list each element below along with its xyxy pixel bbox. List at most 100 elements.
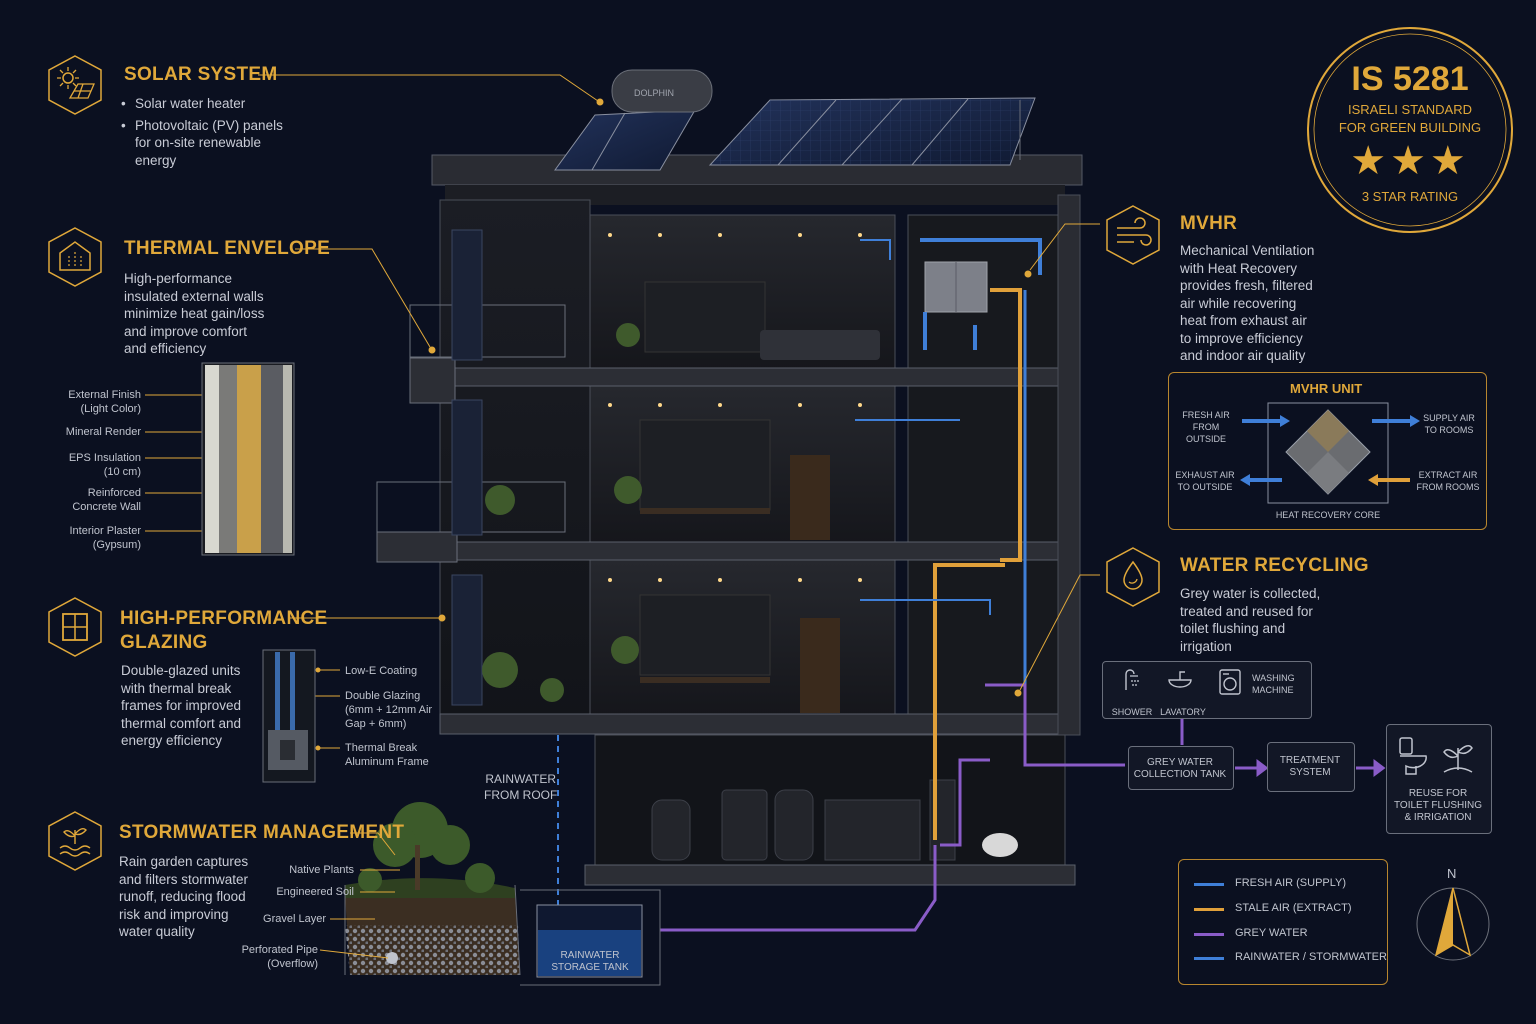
rain-garden-label-perforated-pipe: Perforated Pipe(Overflow) [241, 944, 318, 970]
desc-line: Mechanical Ventilation [1180, 243, 1315, 258]
badge-line2: FOR GREEN BUILDING [1338, 120, 1482, 135]
irrigation-plant-icon [1443, 745, 1473, 773]
desc-line: provides fresh, filtered [1180, 278, 1313, 293]
rain-garden-label-gravel: Gravel Layer [263, 913, 326, 925]
desc-line: and improve comfort [124, 323, 248, 339]
desc-line: risk and improving [119, 906, 229, 922]
grey-water-tank-box [1128, 746, 1234, 790]
desc-line: Grey water is collected, [1180, 586, 1321, 601]
desc-line: water quality [119, 924, 195, 939]
desc-line: thermal comfort and [121, 715, 242, 731]
list-item: Solar water heater [121, 95, 283, 113]
water-recycling-description: Grey water is collected, treated and reu… [1180, 585, 1320, 655]
list-item-continued: for on-site renewable [135, 135, 262, 150]
mvhr-unit-diagram [1240, 402, 1420, 504]
shower-icon [1125, 669, 1139, 690]
desc-line: insulated external walls [124, 288, 264, 304]
washing-machine-icon [1219, 669, 1241, 695]
desc-line: High-performance [124, 271, 233, 286]
desc-line: Rain garden captures [119, 854, 249, 869]
desc-line: frames for improved [121, 698, 242, 713]
desc-line: with thermal break [121, 680, 232, 696]
glazing-description: Double-glazed units with thermal break f… [121, 662, 241, 750]
toilet-icon [1399, 737, 1427, 775]
solar-sun-icon [48, 55, 102, 115]
thermal-envelope-description: High-performance insulated external wall… [124, 270, 264, 358]
mvhr-description: Mechanical Ventilation with Heat Recover… [1180, 242, 1314, 365]
desc-line: Double-glazed units [121, 663, 241, 678]
grey-water-flow-arrows [1180, 718, 1386, 777]
star-icon: ★ [1390, 139, 1430, 183]
water-recycling-title: WATER RECYCLING [1180, 555, 1369, 576]
legend-panel [1178, 859, 1388, 985]
solar-water-heater: DOLPHIN [554, 69, 713, 171]
tank-brand-label: DOLPHIN [634, 88, 674, 98]
pv-panels [708, 97, 1036, 166]
desc-line: treated and reused for [1180, 603, 1313, 619]
ventilation-icon [1106, 205, 1160, 265]
layer-label-mineral-render: Mineral Render [65, 426, 141, 438]
building-structure [376, 154, 1083, 886]
layer-label-interior-plaster: Interior Plaster(Gypsum) [69, 525, 141, 551]
stormwater-title: STORMWATER MANAGEMENT [119, 822, 405, 843]
rain-garden-label-native-plants: Native Plants [289, 864, 354, 876]
grey-water-sources-box [1102, 661, 1312, 719]
rain-garden [344, 802, 521, 976]
desc-line: energy efficiency [121, 733, 223, 748]
list-item-continued: energy [135, 152, 177, 168]
layer-label-eps-insulation: EPS Insulation(10 cm) [68, 452, 141, 478]
mvhr-title: MVHR [1180, 213, 1238, 234]
badge-rating-text: 3 STAR RATING [1361, 189, 1459, 204]
leader-lines [145, 74, 1100, 959]
list-item: Photovoltaic (PV) panels [121, 117, 283, 135]
rain-garden-label-engineered-soil: Engineered Soil [276, 886, 354, 898]
badge-code: IS 5281 [1351, 60, 1469, 98]
treatment-system-box [1267, 742, 1355, 792]
glazing-label-low-e: Low-E Coating [345, 665, 418, 677]
compass-icon [1416, 887, 1490, 961]
reuse-box [1386, 724, 1492, 834]
desc-line: and efficiency [124, 341, 207, 356]
compass-north-label: N [1447, 866, 1457, 881]
star-rating: ★★★ [1338, 136, 1482, 186]
glazing-section-detail [262, 649, 316, 783]
star-icon: ★ [1429, 139, 1470, 183]
desc-line: toilet flushing and [1180, 621, 1286, 636]
layer-label-external-finish: External Finish(Light Color) [68, 389, 141, 415]
desc-line: heat from exhaust air [1180, 313, 1307, 328]
desc-line: irrigation [1180, 638, 1232, 654]
plant-water-icon [48, 811, 102, 871]
mvhr-unit-title: MVHR UNIT [1290, 381, 1363, 396]
window-icon [48, 597, 102, 657]
heat-recovery-core-label: HEAT RECOVERY CORE [1275, 510, 1381, 520]
pipes [557, 238, 1125, 932]
badge-frame [1307, 27, 1513, 233]
mvhr-unit-panel [1168, 372, 1487, 530]
house-thermal-icon [48, 227, 102, 287]
desc-line: and indoor air quality [1180, 348, 1306, 363]
badge-line1: ISRAELI STANDARD [1347, 102, 1472, 117]
desc-line: air while recovering [1180, 295, 1297, 311]
star-icon: ★ [1350, 139, 1391, 183]
desc-line: with Heat Recovery [1180, 260, 1298, 276]
desc-line: and filters stormwater [119, 871, 249, 887]
desc-line: minimize heat gain/loss [124, 306, 265, 321]
solar-system-title: SOLAR SYSTEM [124, 64, 278, 85]
rainwater-storage-tank [520, 889, 661, 986]
desc-line: to improve efficiency [1180, 330, 1303, 346]
